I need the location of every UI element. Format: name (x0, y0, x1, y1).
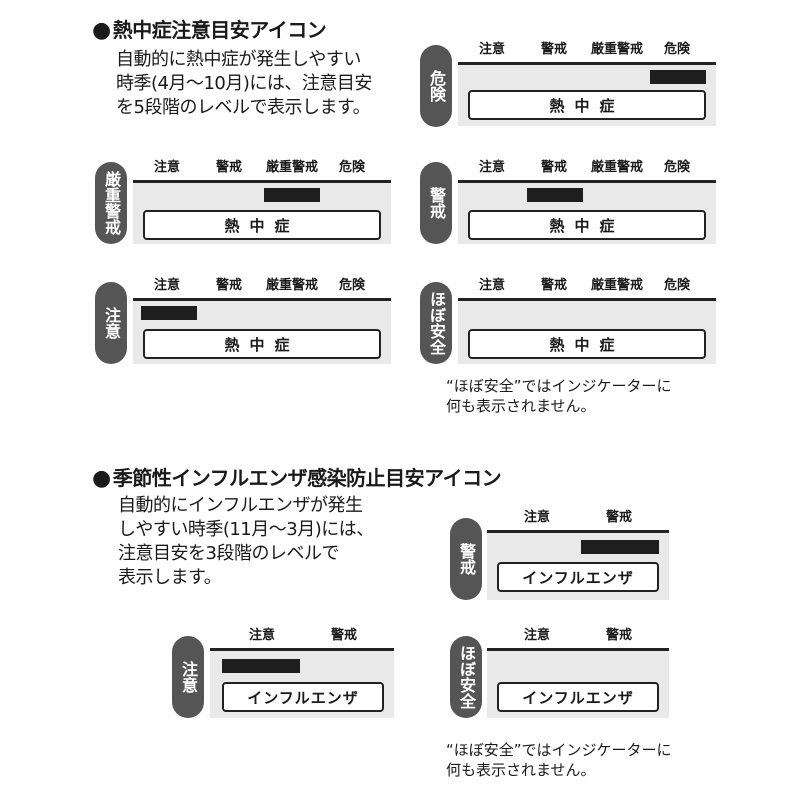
note-line: “ほぼ安全”ではインジケーターに (446, 741, 672, 759)
flu-description-line: 自動的にインフルエンザが発生 (118, 495, 363, 516)
level-indicator (581, 540, 659, 554)
display-top-line (458, 180, 716, 183)
label-warning: 警戒 (540, 42, 568, 57)
label-severe-warning: 厳重警戒 (265, 160, 319, 175)
label-severe-warning: 厳重警戒 (590, 160, 644, 175)
heat-heading: ●熱中症注意目安アイコン (92, 14, 327, 43)
bullet-icon: ● (92, 18, 111, 43)
flu-name-box: インフルエンザ (222, 682, 384, 712)
heat-tab-almost-safe: ほぼ安全 (420, 282, 452, 364)
level-indicator (650, 70, 706, 84)
heat-display-warning: 注意 警戒 厳重警戒 危険 熱中症 (458, 160, 716, 244)
heat-description-line: 自動的に熱中症が発生しやすい (116, 49, 361, 70)
display-top-line (133, 298, 391, 301)
heat-level-labels: 注意 警戒 厳重警戒 危険 (458, 38, 716, 58)
label-severe-warning: 厳重警戒 (590, 278, 644, 293)
label-caution: 注意 (478, 42, 506, 57)
bullet-icon: ● (92, 466, 111, 491)
flu-description-line: しやすい時季(11月～3月)には、 (118, 519, 374, 540)
display-top-line (487, 530, 669, 533)
flu-level-labels: 注意 警戒 (487, 624, 669, 644)
flu-name-box: インフルエンザ (497, 682, 659, 712)
heat-level-labels: 注意 警戒 厳重警戒 危険 (133, 156, 391, 176)
heat-heading-text: 熱中症注意目安アイコン (112, 18, 327, 42)
label-danger: 危険 (338, 278, 366, 293)
heat-level-labels: 注意 警戒 厳重警戒 危険 (458, 156, 716, 176)
level-indicator (527, 188, 583, 202)
flu-description-line: 表示します。 (118, 567, 222, 588)
heat-tab-severe-warning: 厳重警戒 (95, 162, 127, 244)
display-top-line (133, 180, 391, 183)
label-warning: 警戒 (540, 160, 568, 175)
label-caution: 注意 (478, 278, 506, 293)
level-indicator (222, 659, 300, 673)
heat-tab-danger: 危険 (420, 45, 452, 127)
heat-name-box: 熱中症 (143, 329, 381, 359)
heat-name-box: 熱中症 (143, 210, 381, 240)
heat-level-labels: 注意 警戒 厳重警戒 危険 (133, 274, 391, 294)
label-danger: 危険 (338, 160, 366, 175)
flu-description: 自動的にインフルエンザが発生 しやすい時季(11月～3月)には、 注意目安を3段… (118, 494, 374, 590)
label-caution: 注意 (523, 628, 551, 643)
heat-display-almost-safe: 注意 警戒 厳重警戒 危険 熱中症 (458, 278, 716, 364)
level-indicator (264, 188, 320, 202)
heat-description-line: を5段階のレベルで表示します。 (116, 97, 371, 118)
heat-name-box: 熱中症 (468, 90, 706, 120)
label-caution: 注意 (153, 160, 181, 175)
heat-tab-warning: 警戒 (420, 162, 452, 244)
label-warning: 警戒 (215, 160, 243, 175)
label-caution: 注意 (248, 628, 276, 643)
flu-tab-warning: 警戒 (450, 518, 482, 600)
heat-description-line: 時季(4月～10月)には、注意目安 (116, 73, 372, 94)
level-indicator (141, 306, 197, 320)
flu-description-line: 注意目安を3段階のレベルで (118, 543, 339, 564)
display-top-line (210, 648, 394, 651)
label-caution: 注意 (153, 278, 181, 293)
display-top-line (458, 62, 716, 65)
label-severe-warning: 厳重警戒 (265, 278, 319, 293)
label-warning: 警戒 (605, 628, 633, 643)
heat-safe-note: “ほぼ安全”ではインジケーターに 何も表示されません。 (446, 376, 672, 416)
heat-name-box: 熱中症 (468, 210, 706, 240)
note-line: 何も表示されません。 (446, 761, 596, 779)
heat-display-caution: 注意 警戒 厳重警戒 危険 熱中症 (133, 278, 391, 364)
flu-display-warning: 注意 警戒 インフルエンザ (487, 510, 669, 600)
label-warning: 警戒 (330, 628, 358, 643)
flu-safe-note: “ほぼ安全”ではインジケーターに 何も表示されません。 (446, 740, 672, 780)
label-danger: 危険 (663, 278, 691, 293)
heat-tab-caution: 注意 (95, 282, 127, 364)
display-top-line (458, 298, 716, 301)
label-severe-warning: 厳重警戒 (590, 42, 644, 57)
label-caution: 注意 (523, 510, 551, 525)
label-warning: 警戒 (215, 278, 243, 293)
flu-level-labels: 注意 警戒 (210, 624, 394, 644)
note-line: 何も表示されません。 (446, 397, 596, 415)
label-caution: 注意 (478, 160, 506, 175)
label-warning: 警戒 (605, 510, 633, 525)
flu-tab-caution: 注意 (172, 636, 204, 718)
flu-heading: ●季節性インフルエンザ感染防止目安アイコン (92, 462, 502, 491)
note-line: “ほぼ安全”ではインジケーターに (446, 377, 672, 395)
display-top-line (487, 648, 669, 651)
heat-display-severe-warning: 注意 警戒 厳重警戒 危険 熱中症 (133, 160, 391, 244)
label-danger: 危険 (663, 160, 691, 175)
heat-level-labels: 注意 警戒 厳重警戒 危険 (458, 274, 716, 294)
flu-display-caution: 注意 警戒 インフルエンザ (210, 628, 394, 718)
flu-tab-almost-safe: ほぼ安全 (450, 636, 482, 718)
label-danger: 危険 (663, 42, 691, 57)
flu-name-box: インフルエンザ (497, 562, 659, 592)
heat-description: 自動的に熱中症が発生しやすい 時季(4月～10月)には、注意目安 を5段階のレベ… (116, 48, 372, 120)
flu-heading-text: 季節性インフルエンザ感染防止目安アイコン (112, 466, 502, 490)
flu-display-almost-safe: 注意 警戒 インフルエンザ (487, 628, 669, 718)
label-warning: 警戒 (540, 278, 568, 293)
heat-display-danger: 注意 警戒 厳重警戒 危険 熱中症 (458, 42, 716, 126)
flu-level-labels: 注意 警戒 (487, 506, 669, 526)
heat-name-box: 熱中症 (468, 329, 706, 359)
